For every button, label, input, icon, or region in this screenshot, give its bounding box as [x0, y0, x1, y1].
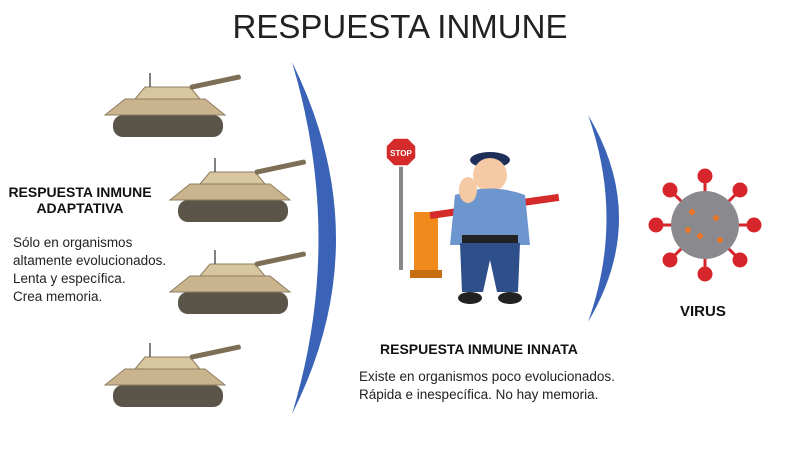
adaptive-barrier-bracket — [292, 62, 336, 414]
adaptive-line: altamente evolucionados. — [13, 253, 167, 268]
innate-line: Rápida e inespecífica. No hay memoria. — [359, 387, 599, 402]
adaptive-heading-line: ADAPTATIVA — [36, 200, 124, 216]
tank-icon — [104, 72, 243, 138]
virus-icon — [648, 168, 762, 282]
adaptive-heading: RESPUESTA INMUNE ADAPTATIVA — [5, 184, 155, 216]
tank-icon — [169, 157, 308, 223]
tank-icon — [104, 342, 243, 408]
innate-description: Existe en organismos poco evolucionados.… — [359, 368, 615, 404]
innate-barrier-bracket — [588, 115, 619, 322]
adaptive-heading-line: RESPUESTA INMUNE — [8, 184, 152, 200]
stop-sign-icon: STOP — [385, 137, 417, 270]
innate-heading: RESPUESTA INMUNE INNATA — [380, 341, 578, 357]
innate-line: Existe en organismos poco evolucionados. — [359, 369, 615, 384]
adaptive-description: Sólo en organismos altamente evolucionad… — [13, 234, 166, 306]
stop-sign-text: STOP — [390, 149, 412, 158]
adaptive-line: Lenta y específica. — [13, 271, 126, 286]
page-title: RESPUESTA INMUNE — [232, 8, 568, 45]
police-officer-icon — [450, 152, 530, 304]
tank-icon — [169, 249, 308, 315]
adaptive-line: Sólo en organismos — [13, 235, 133, 250]
adaptive-line: Crea memoria. — [13, 289, 103, 304]
virus-label: VIRUS — [680, 303, 726, 320]
